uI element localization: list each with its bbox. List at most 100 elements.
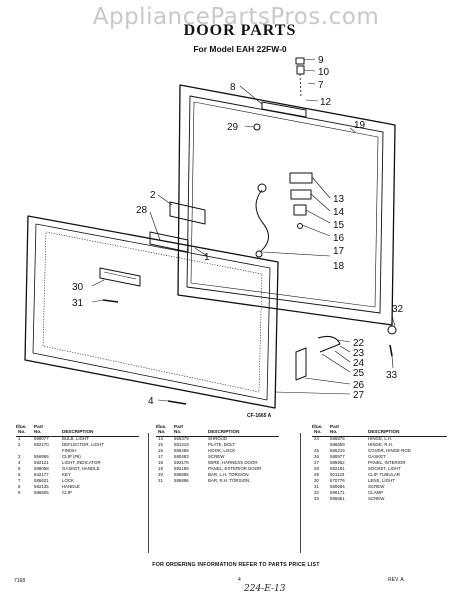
callout-9: 9 — [318, 55, 324, 66]
part-no-cell: 586465 — [174, 448, 189, 454]
watermark-text: AppliancePartsPros.com — [92, 4, 380, 30]
part-no-cell: 592181 — [330, 466, 345, 472]
part-no-cell: 586896 — [174, 478, 189, 484]
table-header: Illus. Part No. No. DESCRIPTION — [16, 424, 94, 434]
revision: REV. A — [388, 577, 404, 583]
screw-part — [297, 223, 303, 229]
part-no-cell: 586962 — [330, 460, 345, 466]
description-cell: COVER, HINGE ROD — [368, 448, 411, 454]
illus-no-cell: 27 — [314, 460, 319, 466]
illus-no-cell: 2 — [18, 442, 21, 448]
table-row: 27 586962 PANEL, INTERIOR — [312, 460, 452, 466]
illus-no-cell: 25 — [314, 448, 319, 454]
lock-key-part — [295, 57, 305, 65]
description-cell: BAR, L.H. TORSION — [208, 472, 249, 478]
part-no-cell: 570776 — [330, 478, 345, 484]
description-cell: SCREW — [208, 454, 225, 460]
part-no-cell: 592179 — [174, 460, 189, 466]
callout-19: 19 — [354, 120, 366, 131]
figure-id: CF-1665 A — [247, 413, 272, 419]
illus-no-cell: 18 — [158, 460, 163, 466]
lock-hook-part — [293, 204, 307, 216]
illus-no-cell: 30 — [314, 478, 319, 484]
illus-no-cell: 33 — [314, 496, 319, 502]
exterior-door-panel-inner — [186, 95, 384, 314]
page-number: 4 — [238, 577, 241, 583]
illus-no-cell: 26 — [314, 454, 319, 460]
bolt-plate-part — [290, 189, 312, 200]
illus-no-cell: 1 — [18, 436, 21, 441]
part-no-cell: 565379 — [174, 436, 189, 441]
interior-door-panel-rim — [32, 223, 271, 401]
callout-14: 14 — [333, 207, 345, 218]
callout-24: 24 — [353, 358, 365, 369]
illus-no-cell: 6 — [18, 472, 21, 478]
description-cell: CLIP — [62, 490, 72, 496]
light-socket — [149, 231, 189, 253]
callout-28: 28 — [136, 205, 148, 216]
hinge-clamp — [387, 325, 397, 335]
callout-10: 10 — [318, 67, 330, 78]
table-row: 18 592179 WIRE, HARNESS DOOR — [156, 460, 296, 466]
bottom-screw — [167, 400, 187, 405]
lock-cylinder-part — [296, 65, 305, 75]
description-cell: HINGE, R.H. — [368, 442, 394, 448]
description-cell: FINISH — [62, 448, 77, 454]
hinge-screw — [389, 344, 393, 357]
description-cell: SCREW — [368, 496, 385, 502]
part-no-cell: 599077 — [34, 436, 49, 441]
description-cell: HANDLE — [62, 484, 80, 490]
table-header: Illus. Part No. No. DESCRIPTION — [156, 424, 240, 434]
callout-17: 17 — [333, 246, 345, 257]
illus-no-cell: 3 — [18, 454, 21, 460]
description-cell: DEFLECTOR, LIGHT — [62, 442, 104, 448]
description-cell: WIRE, HARNESS DOOR — [208, 460, 258, 466]
callout-31: 31 — [72, 298, 84, 309]
illus-no-cell: 20 — [158, 472, 163, 478]
door-gasket — [190, 101, 379, 308]
callout-1: 1 — [204, 252, 210, 263]
table-divider-1 — [148, 433, 149, 553]
description-cell: HINGE, L.H. — [368, 436, 393, 441]
part-no-cell: 580694 — [330, 484, 345, 490]
illus-no-cell: 9 — [18, 490, 21, 496]
description-cell: LIGHT, INDICATOR — [62, 460, 101, 466]
illus-no-cell: 15 — [158, 442, 163, 448]
description-cell: PANEL, EXTERIOR DOOR — [208, 466, 262, 472]
model-line: For Model EAH 22FW-0 — [193, 44, 287, 54]
part-no-cell: 842177 — [34, 472, 49, 478]
callout-13: 13 — [333, 194, 345, 205]
illus-no-cell: 29 — [314, 472, 319, 478]
hinge-cover — [295, 347, 307, 381]
part-no-cell: 586875 — [330, 436, 345, 441]
description-cell: PANEL, INTERIOR — [368, 460, 406, 466]
illus-no-cell: 28 — [314, 466, 319, 472]
part-no-cell: 586659 — [330, 442, 345, 448]
part-no-cell: 595851 — [330, 496, 345, 502]
handle-plate — [261, 101, 307, 118]
illus-no-cell: 7 — [18, 478, 21, 484]
callout-22: 22 — [353, 338, 365, 349]
table-row: 33 595851 SCREW — [312, 496, 452, 502]
illus-no-cell: 17 — [158, 454, 163, 460]
part-no-cell: 588977 — [330, 454, 345, 460]
illus-no-cell: 31 — [314, 484, 319, 490]
ordering-note: FOR ORDERING INFORMATION REFER TO PARTS … — [152, 562, 320, 568]
part-no-cell: 586621 — [34, 478, 49, 484]
description-cell: PLATE, BOLT — [208, 442, 236, 448]
wire-harness — [255, 189, 269, 253]
table-row: 586659 HINGE, R.H. — [312, 442, 452, 448]
